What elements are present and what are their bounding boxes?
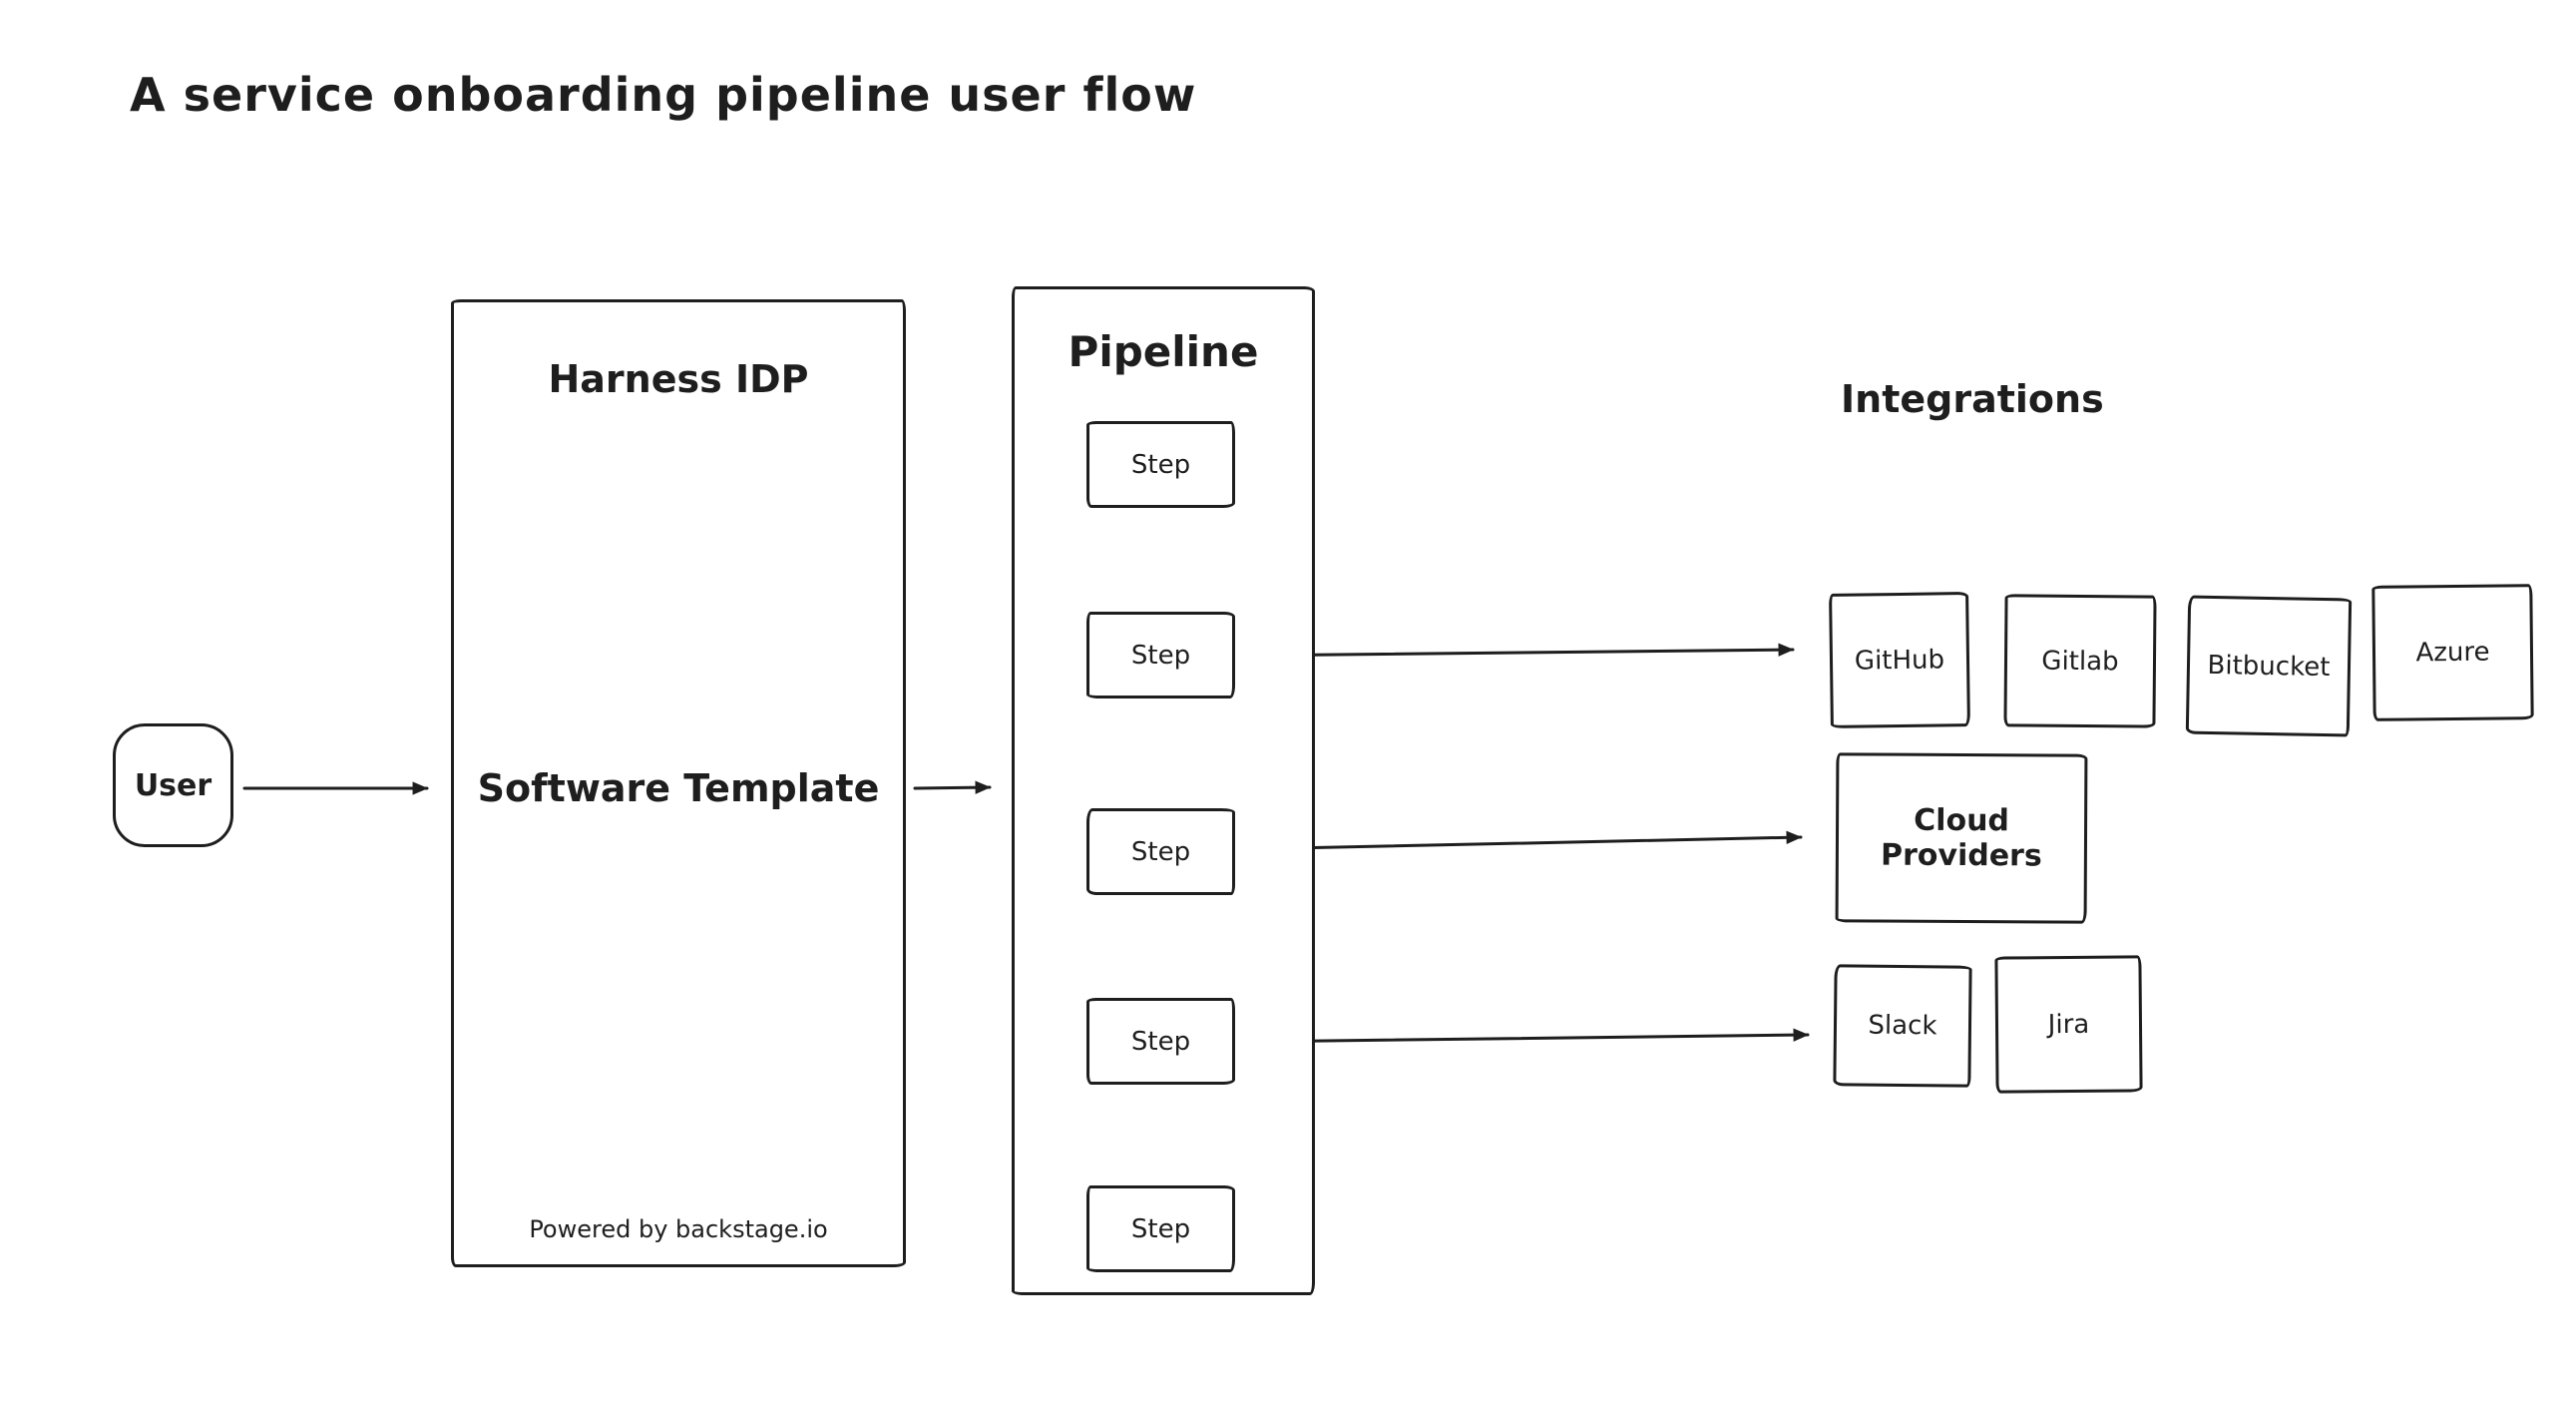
- diagram-title: A service onboarding pipeline user flow: [130, 68, 1197, 122]
- cloud-providers-node: Cloud Providers: [1835, 752, 2088, 924]
- jira-label: Jira: [2047, 1009, 2090, 1040]
- github-node: GitHub: [1829, 592, 1970, 728]
- step-label: Step: [1130, 640, 1191, 671]
- arrow-step2-to-scm: [1238, 643, 1795, 658]
- step-label: Step: [1130, 836, 1191, 867]
- cloud-providers-label: Cloud Providers: [1880, 802, 2042, 874]
- gitlab-label: Gitlab: [2041, 646, 2119, 677]
- harness-idp-title: Harness IDP: [548, 357, 809, 401]
- software-template-label: Software Template: [477, 766, 880, 810]
- bitbucket-label: Bitbucket: [2207, 650, 2331, 683]
- harness-idp-node: [451, 299, 906, 1267]
- backstage-footer-label: Powered by backstage.io: [529, 1215, 828, 1243]
- slack-label: Slack: [1868, 1010, 1937, 1042]
- slack-node: Slack: [1833, 964, 1972, 1088]
- gitlab-node: Gitlab: [2003, 594, 2157, 728]
- bitbucket-node: Bitbucket: [2185, 595, 2353, 737]
- arrow-step4-to-collab: [1244, 1028, 1810, 1044]
- step-label: Step: [1130, 1213, 1191, 1244]
- pipeline-step-3: Step: [1086, 808, 1235, 895]
- integrations-title: Integrations: [1841, 377, 2104, 421]
- pipeline-step-1: Step: [1086, 421, 1235, 508]
- user-label: User: [134, 767, 213, 803]
- pipeline-step-5: Step: [1086, 1185, 1235, 1272]
- step-label: Step: [1130, 449, 1191, 480]
- jira-node: Jira: [1994, 955, 2143, 1094]
- github-label: GitHub: [1854, 644, 1945, 677]
- arrow-harness-to-pipeline: [913, 780, 992, 794]
- pipeline-step-2: Step: [1086, 612, 1235, 699]
- pipeline-step-4: Step: [1086, 998, 1235, 1085]
- azure-node: Azure: [2371, 584, 2534, 721]
- pipeline-title: Pipeline: [1068, 327, 1259, 376]
- step-label: Step: [1130, 1026, 1191, 1057]
- arrow-step3-to-cloud: [1244, 830, 1803, 851]
- azure-label: Azure: [2415, 637, 2490, 669]
- user-node: User: [113, 723, 233, 847]
